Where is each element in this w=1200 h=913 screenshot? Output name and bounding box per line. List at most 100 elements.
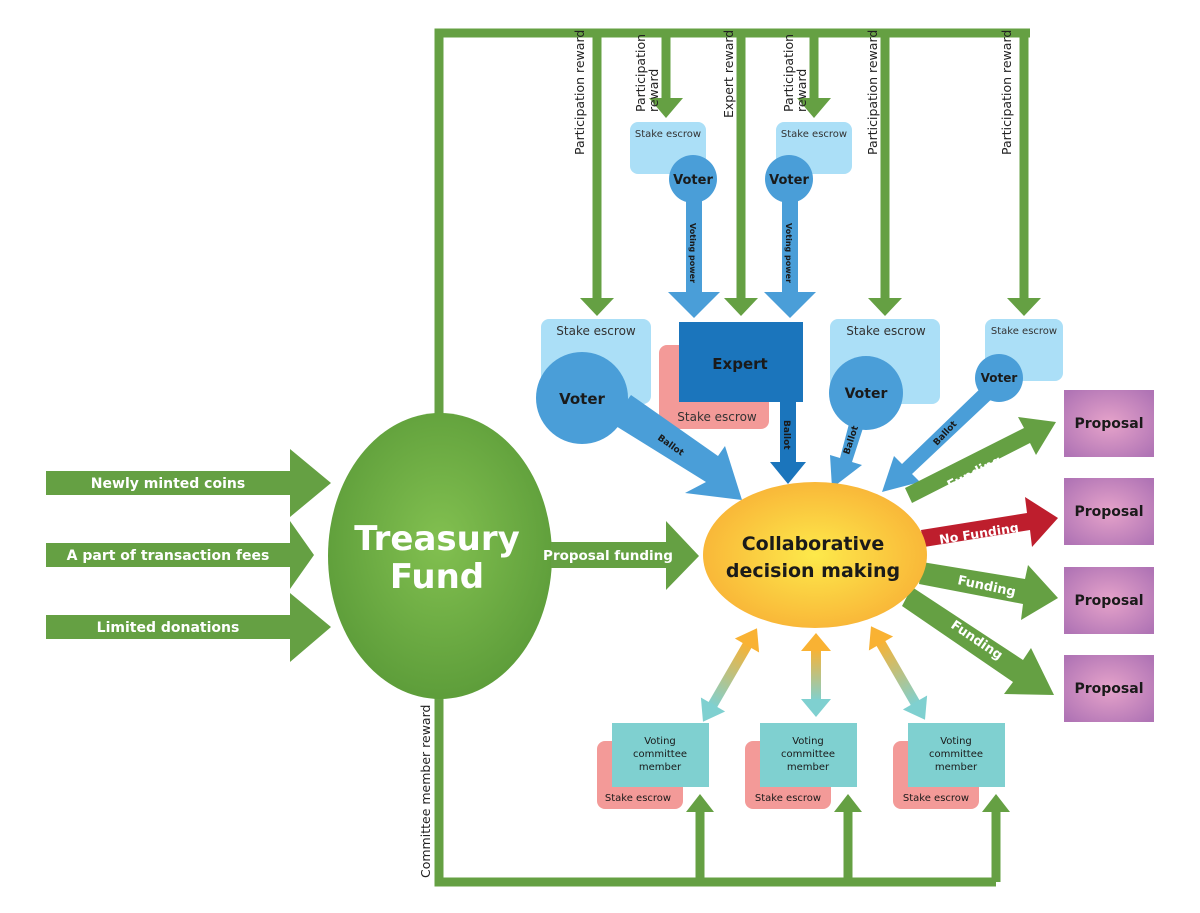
expert-ballot-shaft: [780, 402, 796, 464]
arrowhead-up: [734, 628, 760, 653]
voter-node[interactable]: [536, 352, 628, 444]
stake-escrow-label: Stake escrow: [903, 793, 969, 804]
arrowhead-down: [801, 699, 831, 717]
arrowhead-down: [724, 298, 758, 316]
committee-member-3[interactable]: Stake escrow Voting committee member: [893, 723, 1005, 809]
arrowhead-up: [982, 794, 1010, 812]
funding-arrow-1[interactable]: [905, 417, 1056, 503]
participation-reward-label: Participation: [633, 34, 648, 112]
top-reward-bus: [434, 28, 1030, 416]
voter-node[interactable]: [669, 155, 717, 203]
ballot-arrow: [611, 395, 742, 500]
committee-member-box[interactable]: [612, 723, 709, 787]
bidirectional-shaft: [811, 649, 821, 701]
no-funding-arrow[interactable]: [921, 497, 1058, 547]
stake-escrow-label: Stake escrow: [846, 324, 926, 338]
voter-label: Voter: [981, 371, 1018, 385]
voting-power-arrowhead: [764, 292, 816, 318]
voter-left[interactable]: Stake escrow Voter Ballot: [536, 319, 742, 500]
committee-member-box[interactable]: [908, 723, 1005, 787]
voter-label: Voter: [769, 173, 809, 188]
expert-ballot-arrowhead: [770, 462, 806, 484]
voter-node[interactable]: [765, 155, 813, 203]
arrowhead-up: [834, 794, 862, 812]
input-label: Limited donations: [97, 620, 240, 636]
arrowhead-down: [868, 298, 902, 316]
stake-escrow-label: Stake escrow: [755, 793, 821, 804]
input-arrow-fees[interactable]: [46, 521, 314, 589]
input-arrow-donations[interactable]: [46, 593, 331, 662]
collaborative-decision-node[interactable]: [703, 482, 927, 628]
proposal-funding-arrow[interactable]: [551, 521, 699, 590]
expert-node[interactable]: [679, 322, 803, 402]
funding-arrow-3[interactable]: [902, 587, 1054, 695]
proposal-box[interactable]: [1064, 478, 1154, 545]
committee-label: committee: [781, 749, 835, 760]
bottom-reward-bus: [434, 690, 996, 887]
ballot-label: Ballot: [781, 420, 791, 450]
voting-power-shaft: [782, 190, 798, 294]
expert-reward-label: Expert reward: [721, 30, 736, 118]
arrowhead-down: [902, 695, 928, 720]
voting-power-label: Voting power: [688, 223, 697, 283]
stake-escrow-label: Stake escrow: [635, 129, 701, 140]
proposal-label: Proposal: [1074, 593, 1143, 609]
expert-group[interactable]: Stake escrow Expert Ballot: [659, 322, 806, 484]
stake-escrow-label: Stake escrow: [605, 793, 671, 804]
proposal-label: Proposal: [1074, 681, 1143, 697]
committee-reward-label: Committee member reward: [418, 705, 433, 878]
proposal-box[interactable]: [1064, 655, 1154, 722]
arrowhead-down: [797, 98, 831, 118]
ballot-arrow: [830, 420, 864, 488]
stake-escrow-label: Stake escrow: [556, 324, 636, 338]
arrowhead-down: [700, 697, 726, 722]
arrowhead-up: [686, 794, 714, 812]
committee-label: member: [935, 762, 978, 773]
voter-label: Voter: [673, 173, 713, 188]
participation-reward-label: Participation reward: [865, 30, 880, 155]
voter-node[interactable]: [975, 354, 1023, 402]
voter-node[interactable]: [829, 356, 903, 430]
committee-member-2[interactable]: Stake escrow Voting committee member: [745, 723, 857, 809]
treasury-fund-node[interactable]: [328, 413, 552, 699]
proposal-box[interactable]: [1064, 567, 1154, 634]
reward-network: [434, 28, 1030, 887]
input-label: Newly minted coins: [91, 476, 245, 492]
committee-member-box[interactable]: [760, 723, 857, 787]
participation-reward-label: Participation reward: [999, 30, 1014, 155]
small-voter-2[interactable]: Stake escrow Voter Voting power: [764, 122, 852, 318]
stake-escrow-label: Stake escrow: [677, 410, 757, 424]
participation-reward-label: reward: [646, 69, 661, 112]
proposal-box[interactable]: [1064, 390, 1154, 457]
arrowhead-up: [868, 626, 894, 651]
stake-escrow-label: Stake escrow: [991, 326, 1057, 337]
voting-power-label: Voting power: [784, 223, 793, 283]
input-label: A part of transaction fees: [67, 548, 270, 564]
voter-label: Voter: [559, 390, 605, 408]
small-voter-1[interactable]: Stake escrow Voter Voting power: [630, 122, 720, 318]
proposal-label: Proposal: [1074, 504, 1143, 520]
committee-label: Voting: [792, 736, 824, 747]
treasury-title: Treasury: [354, 519, 520, 559]
participation-reward-label: Participation reward: [572, 30, 587, 155]
voter-right[interactable]: Stake escrow Voter Ballot: [829, 319, 940, 488]
voter-far-right[interactable]: Stake escrow Voter Ballot: [882, 319, 1063, 492]
committee-label: committee: [929, 749, 983, 760]
participation-reward-label: Participation: [781, 34, 796, 112]
proposal-label: Proposal: [1074, 416, 1143, 432]
proposals: [1064, 390, 1154, 722]
voting-power-arrowhead: [668, 292, 720, 318]
decision-title: decision making: [726, 560, 900, 582]
voting-power-shaft: [686, 190, 702, 294]
input-arrow-minted[interactable]: [46, 449, 331, 517]
committee-label: Voting: [940, 736, 972, 747]
arrowhead-down: [1007, 298, 1041, 316]
committee-member-1[interactable]: Stake escrow Voting committee member: [597, 723, 709, 809]
funding-arrow-2[interactable]: [919, 562, 1058, 620]
committee-links: [700, 626, 928, 722]
reward-arrowheads: [580, 98, 1041, 812]
voter-label: Voter: [845, 386, 888, 402]
bidirectional-shaft: [707, 641, 753, 709]
stake-escrow-label: Stake escrow: [781, 129, 847, 140]
